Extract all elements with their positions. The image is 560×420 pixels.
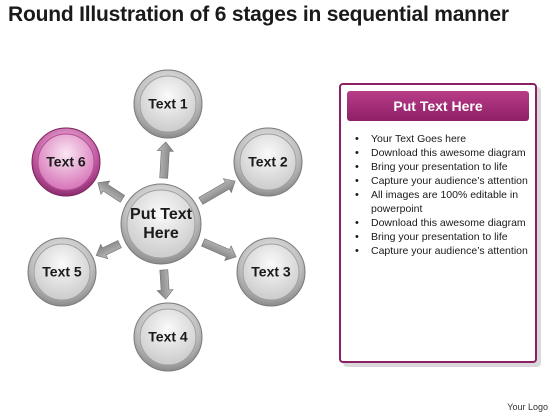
list-item: All images are 100% editable in powerpoi… <box>351 188 531 216</box>
logo: Your Logo <box>507 402 548 412</box>
arrow-to-node-1 <box>156 141 174 179</box>
list-item: Bring your presentation to life <box>351 160 531 174</box>
text-panel: Put Text Here Your Text Goes here Downlo… <box>339 83 537 363</box>
node-4 <box>133 302 203 372</box>
arrow-to-node-4 <box>156 269 174 300</box>
list-item: Bring your presentation to life <box>351 230 531 244</box>
bullet-list: Your Text Goes here Download this awesom… <box>351 132 531 258</box>
node-label-4: Text 4 <box>148 328 188 345</box>
center-node-label: Put Text Here <box>130 205 192 242</box>
node-1 <box>133 69 203 139</box>
arrow-to-node-3 <box>201 238 237 262</box>
list-item: Download this awesome diagram <box>351 216 531 230</box>
arrow-to-node-5 <box>95 240 122 260</box>
list-item: Your Text Goes here <box>351 132 531 146</box>
node-6 <box>31 127 101 197</box>
node-2 <box>233 127 303 197</box>
center-node <box>120 183 202 265</box>
list-item: Capture your audience’s attention <box>351 244 531 258</box>
node-5 <box>27 237 97 307</box>
node-label-6: Text 6 <box>46 153 86 170</box>
list-item: Capture your audience’s attention <box>351 174 531 188</box>
cycle-diagram <box>27 69 306 372</box>
node-label-2: Text 2 <box>248 153 288 170</box>
page-title: Round Illustration of 6 stages in sequen… <box>8 3 509 26</box>
arrow-to-node-2 <box>198 178 236 205</box>
node-label-3: Text 3 <box>251 263 291 280</box>
panel-header: Put Text Here <box>347 91 529 121</box>
list-item: Download this awesome diagram <box>351 146 531 160</box>
node-3 <box>236 237 306 307</box>
arrow-to-node-6 <box>97 180 126 203</box>
node-label-1: Text 1 <box>148 95 188 112</box>
node-label-5: Text 5 <box>42 263 82 280</box>
